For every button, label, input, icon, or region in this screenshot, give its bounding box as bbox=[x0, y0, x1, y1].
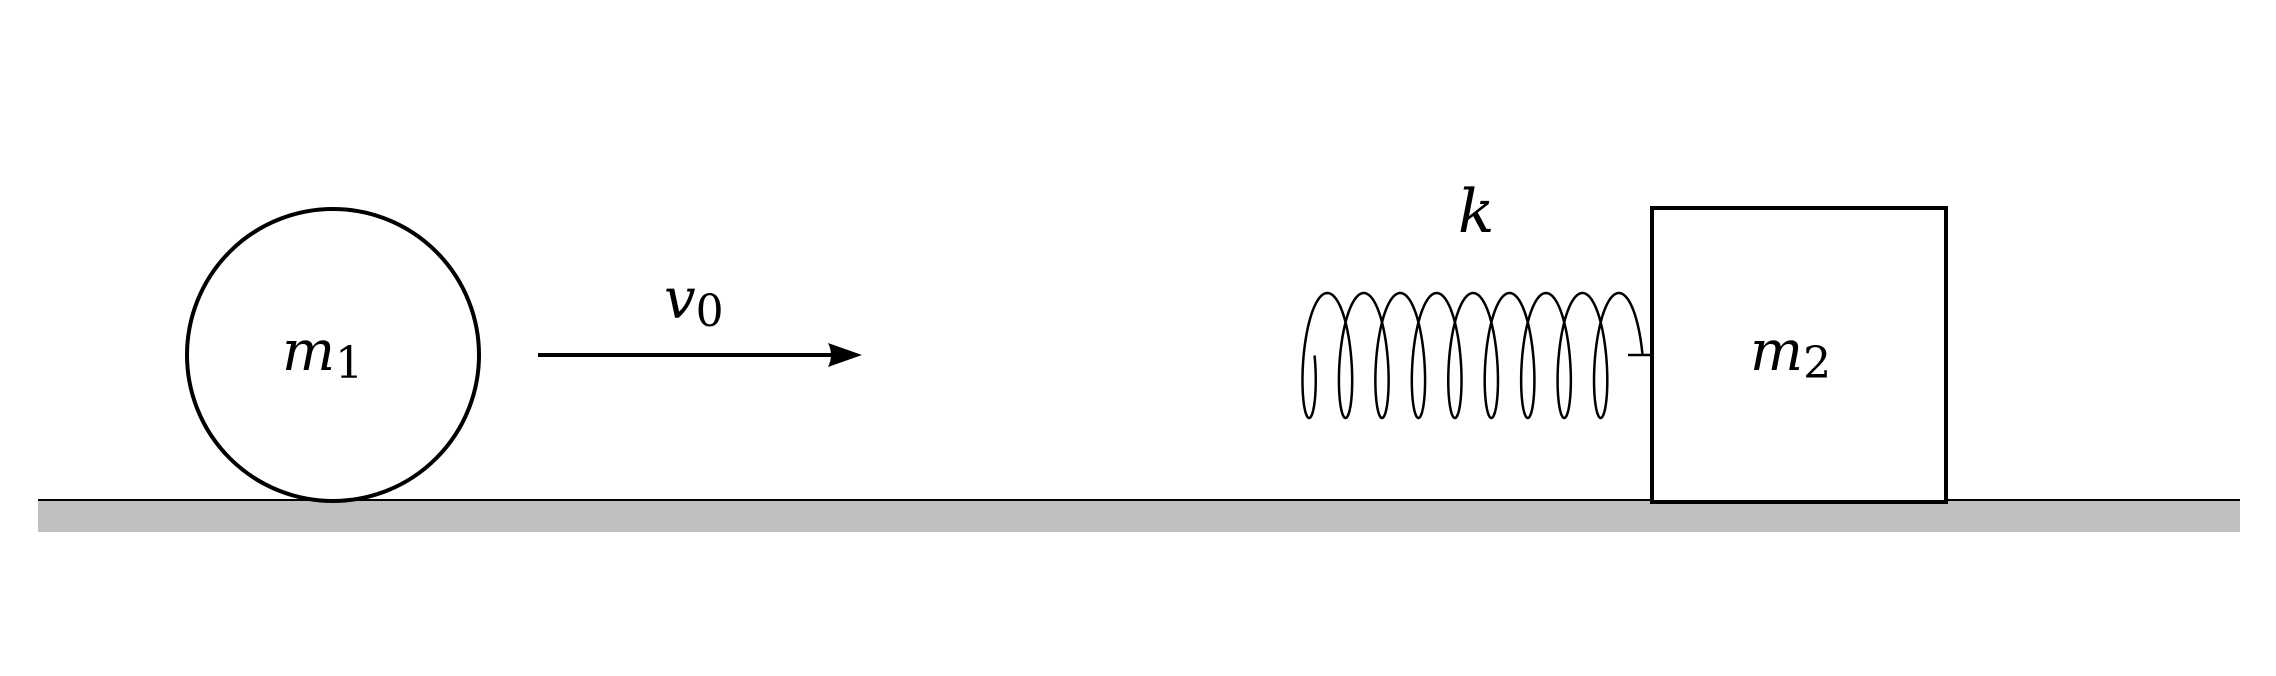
velocity-arrow-head bbox=[828, 343, 862, 367]
velocity-vector: v0 bbox=[538, 267, 862, 367]
spring: k bbox=[1301, 177, 1650, 420]
mass1-label: m1 bbox=[282, 319, 363, 389]
spring-constant-label: k bbox=[1458, 177, 1494, 247]
floor bbox=[38, 499, 2240, 532]
ball-outline bbox=[185, 207, 481, 503]
spring-coil bbox=[1301, 291, 1644, 420]
mass2-label: m2 bbox=[1750, 319, 1831, 389]
velocity-label: v0 bbox=[664, 267, 724, 337]
mass1-ball: m1 bbox=[185, 207, 481, 503]
floor-surface bbox=[38, 500, 2240, 532]
block-outline bbox=[1650, 206, 1948, 504]
mass2-block: m2 bbox=[1650, 206, 1948, 504]
